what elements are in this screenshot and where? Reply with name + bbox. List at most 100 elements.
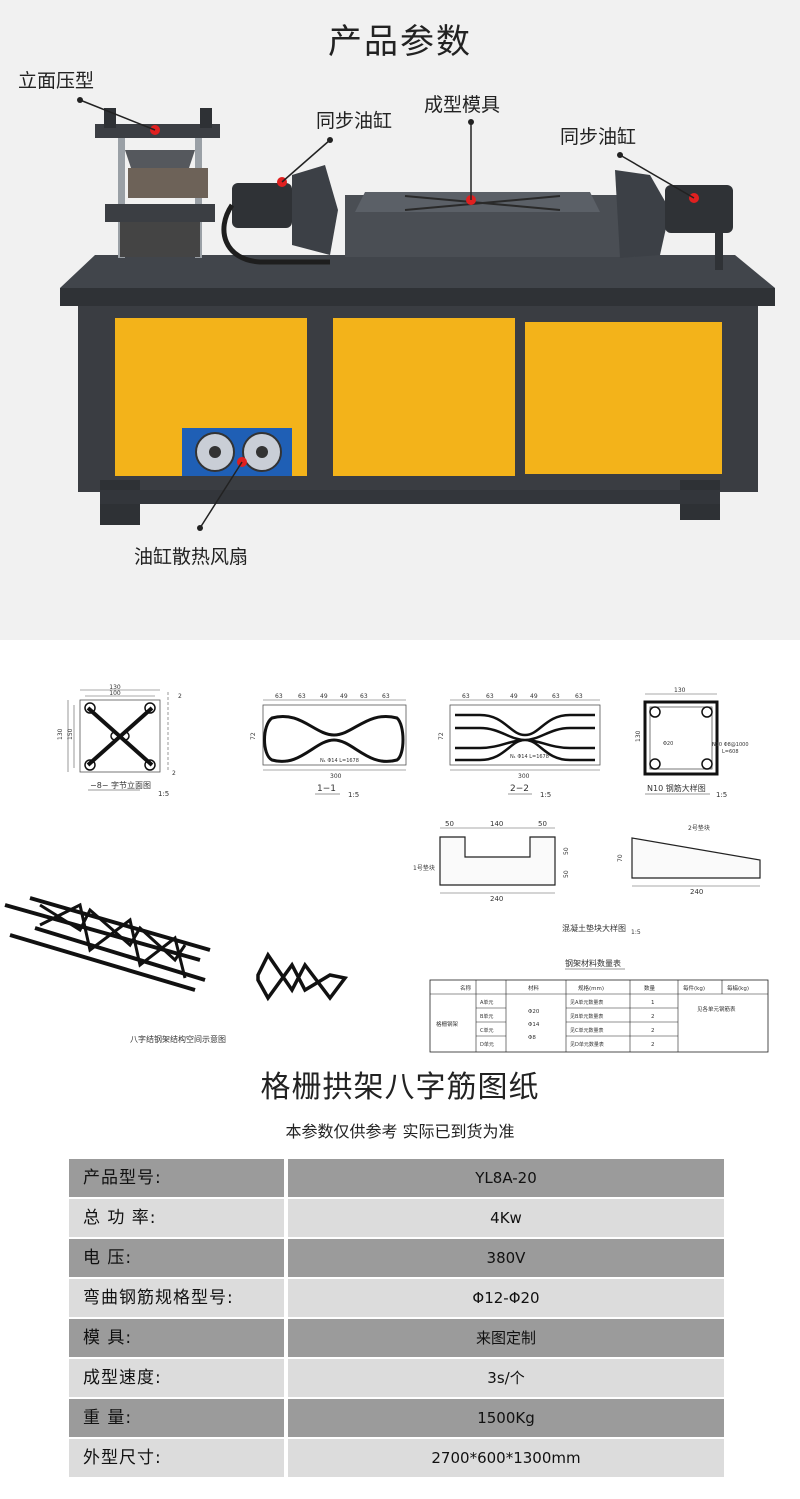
spec-value: 1500Kg <box>288 1399 724 1437</box>
spec-row-die: 模 具: 来图定制 <box>69 1319 724 1357</box>
table-qty: 2 <box>651 1028 655 1034</box>
spec-label: 模 具: <box>69 1319 284 1357</box>
spec-value: 3s/个 <box>288 1359 724 1397</box>
spec-value: 2700*600*1300mm <box>288 1439 724 1477</box>
table-material: Φ20 <box>528 1009 540 1015</box>
material-table: 钢架材料数量表 名称 材料 规格(mm) 数量 每件(kg) 每榀(kg) 格栅… <box>429 958 769 1053</box>
section-1-label: 1−1 <box>317 784 336 794</box>
table-unit: B单元 <box>480 1013 493 1020</box>
dim-text: 63 <box>575 693 583 700</box>
dim-text: 2 <box>172 770 176 777</box>
spec-value: Φ12-Φ20 <box>288 1279 724 1317</box>
table-unit: A单元 <box>480 999 493 1006</box>
section-1-scale: 1:5 <box>348 791 359 799</box>
drawing-8-bar <box>256 951 349 1002</box>
dim-text: 130 <box>674 687 686 694</box>
dim-text: 49 <box>510 693 518 700</box>
spec-label: 总 功 率: <box>69 1199 284 1237</box>
view-8-scale: 1:5 <box>158 790 169 798</box>
section-2-label: 2−2 <box>510 784 529 794</box>
dim-text: 49 <box>340 693 348 700</box>
drawing-isometric-cage <box>4 896 211 992</box>
spec-label: 电 压: <box>69 1239 284 1277</box>
panel-yellow-right <box>525 322 722 474</box>
table-material: Φ8 <box>528 1035 536 1041</box>
dim-text: 2 <box>178 693 182 700</box>
section-1-note: N₁ Φ14 L=1678 <box>320 758 359 764</box>
table-group: 格栅钢架 <box>436 1020 459 1028</box>
left-cylinder-flange <box>292 165 338 255</box>
table-qty: 1 <box>651 1000 655 1006</box>
table-spec: 见D单元数量表 <box>570 1041 604 1048</box>
callout-forming-die: 成型模具 <box>424 94 501 116</box>
dim-text: 50 <box>563 870 570 878</box>
table-qty: 2 <box>651 1014 655 1020</box>
drawing-block-2: 240 70 2号垫块 <box>617 824 761 896</box>
spec-value: 380V <box>288 1239 724 1277</box>
section-title: 产品参数 <box>328 22 472 62</box>
table-spec: 见A单元数量表 <box>570 999 603 1006</box>
dim-text: 63 <box>360 693 368 700</box>
dim-text: 240 <box>490 895 503 903</box>
dim-text: 100 <box>109 690 121 697</box>
dim-text: 63 <box>298 693 306 700</box>
callout-vertical-press: 立面压型 <box>18 70 95 92</box>
concrete-scale: 1:5 <box>631 929 641 936</box>
dim-text: 63 <box>275 693 283 700</box>
drawing-title: 格栅拱架八字筋图纸 <box>260 1070 540 1105</box>
spec-row-power: 总 功 率: 4Kw <box>69 1199 724 1237</box>
table-unit: D单元 <box>480 1041 494 1048</box>
n10-note2: L=608 <box>722 749 739 755</box>
dim-text: 300 <box>330 773 342 780</box>
panel-yellow-middle <box>333 318 515 476</box>
machine-illustration <box>60 97 775 531</box>
dim-text: 63 <box>552 693 560 700</box>
drawing-block-1: 50 140 50 50 50 240 1号垫块 <box>413 820 570 903</box>
drawing-8-front-view: 130 100 2 2 130 150 −8− 字节立面图 1:5 <box>57 684 182 798</box>
spec-row-speed: 成型速度: 3s/个 <box>69 1359 724 1397</box>
spec-value: 4Kw <box>288 1199 724 1237</box>
right-cylinder <box>665 185 733 233</box>
technical-drawings: 130 100 2 2 130 150 −8− 字节立面图 1:5 63 63 … <box>4 684 769 1053</box>
spec-value: YL8A-20 <box>288 1159 724 1197</box>
drawing-n10-detail: 130 130 Φ20 N10 Φ8@1000 L=608 N10 钢筋大样图 … <box>635 687 749 799</box>
view-8-label: −8− 字节立面图 <box>90 780 151 790</box>
concrete-label: 混凝土垫块大样图 <box>562 923 626 933</box>
spec-row-dimensions: 外型尺寸: 2700*600*1300mm <box>69 1439 724 1477</box>
table-edge <box>60 288 775 306</box>
spec-row-rebar-spec: 弯曲钢筋规格型号: Φ12-Φ20 <box>69 1279 724 1317</box>
iso-label: 八字结钢架结构空间示意图 <box>130 1034 226 1044</box>
dim-text: 63 <box>382 693 390 700</box>
spec-label: 成型速度: <box>69 1359 284 1397</box>
table-weight-note: 见各单元钢筋表 <box>697 1005 736 1013</box>
table-unit: C单元 <box>480 1027 494 1034</box>
press-lower-plate <box>105 204 215 222</box>
spec-label: 外型尺寸: <box>69 1439 284 1477</box>
table-top <box>60 255 775 288</box>
table-spec: 见B单元数量表 <box>570 1013 603 1020</box>
dim-text: 49 <box>530 693 538 700</box>
table-header: 数量 <box>644 984 656 992</box>
drawing-section-2-2: 63 63 49 49 63 63 300 72 N₁ Φ14 L=1678 2… <box>438 693 601 799</box>
n10-label: N10 钢筋大样图 <box>647 783 706 793</box>
dim-text: 72 <box>438 732 445 740</box>
dim-text: 240 <box>690 888 703 896</box>
disclaimer-note: 本参数仅供参考 实际已到货为准 <box>285 1122 515 1141</box>
table-header: 名称 <box>460 984 472 992</box>
dim-text: 72 <box>250 732 257 740</box>
dim-text: 130 <box>57 728 64 740</box>
dim-text: 150 <box>67 728 74 740</box>
spec-label: 弯曲钢筋规格型号: <box>69 1279 284 1317</box>
dim-text: 140 <box>490 820 503 828</box>
spec-label: 重 量: <box>69 1399 284 1437</box>
n10-scale: 1:5 <box>716 791 727 799</box>
callout-sync-cylinder-left: 同步油缸 <box>316 110 393 132</box>
dim-text: 50 <box>445 820 454 828</box>
left-cylinder <box>232 183 292 228</box>
table-header: 材料 <box>528 984 540 992</box>
spec-label: 产品型号: <box>69 1159 284 1197</box>
dim-text: 50 <box>563 847 570 855</box>
frame-bottom-bar <box>100 490 720 504</box>
block1-tag: 1号垫块 <box>413 864 435 872</box>
product-photo-section: 产品参数 立面压型 同步油缸 成型模具 同步油缸 油缸散热风扇 <box>0 0 800 640</box>
